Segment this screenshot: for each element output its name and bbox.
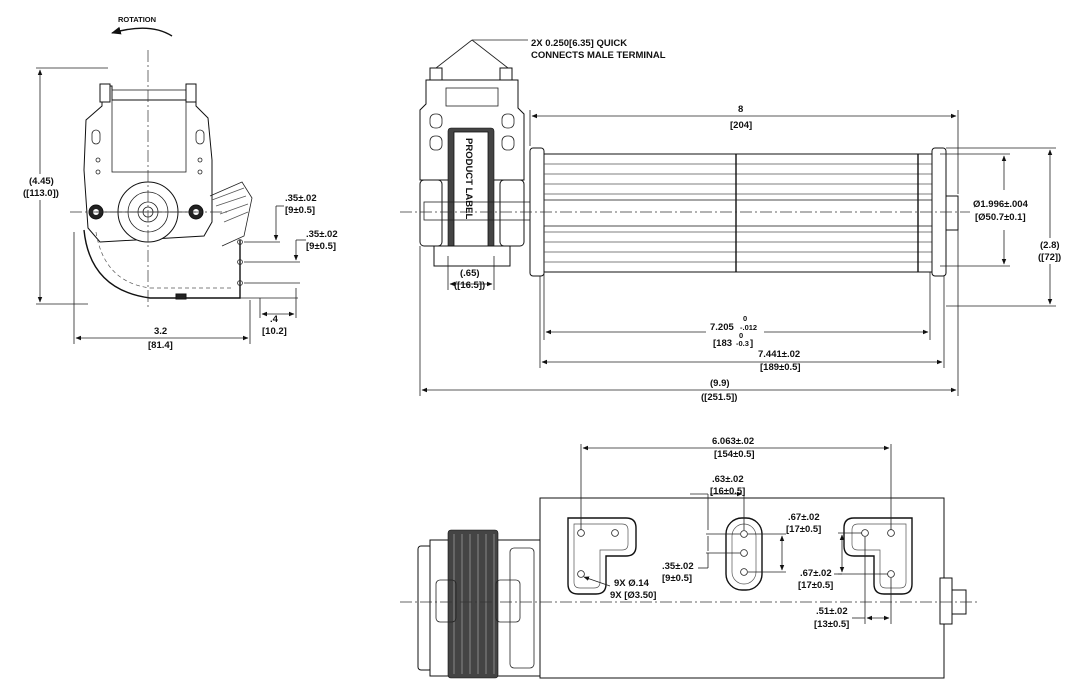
dim-right-pair-mm: [17±0.5] bbox=[786, 524, 821, 535]
dim-width-mm: [81.4] bbox=[148, 340, 173, 351]
shaft-bearing bbox=[939, 577, 953, 625]
slot-hole bbox=[195, 129, 205, 145]
dim-mount-span-in: 6.063±.02 bbox=[712, 436, 754, 447]
volute-housing bbox=[83, 229, 241, 299]
terminal-left bbox=[99, 83, 111, 103]
dim-wheel-len-in-tol-lower: -.012 bbox=[740, 323, 757, 332]
motor-coil-frame bbox=[111, 89, 187, 173]
bottom-view: 9X Ø.14 9X [Ø3.50] 6.063±.02 [154±0.5] .… bbox=[400, 436, 980, 679]
shaft-bearing bbox=[945, 195, 959, 231]
dim-side-height-mm: ([72]) bbox=[1038, 252, 1061, 263]
dim-diameter-in: Ø1.996±.004 bbox=[973, 199, 1029, 210]
mount-hole bbox=[611, 529, 619, 537]
outlet-flap bbox=[209, 181, 253, 247]
mount-plate-left bbox=[567, 517, 637, 595]
terminal-right bbox=[185, 83, 197, 103]
dim-diameter-mm: [Ø50.7±0.1] bbox=[975, 212, 1026, 223]
dim-left-vert-mm: [9±0.5] bbox=[662, 573, 692, 584]
mount-hole bbox=[740, 549, 748, 557]
hole-note-mm: 9X [Ø3.50] bbox=[610, 590, 656, 601]
mount-plate-right bbox=[843, 517, 913, 595]
dim-total-len-in: (9.9) bbox=[710, 378, 730, 389]
mount-hole bbox=[740, 568, 748, 576]
dim-wheel-len-mm-close: ] bbox=[750, 338, 753, 349]
dim-mid-span-mm: [16±0.5] bbox=[710, 486, 745, 497]
dim-bottom-mm: [13±0.5] bbox=[814, 619, 849, 630]
terminal-note-line1: 2X 0.250[6.35] QUICK bbox=[531, 38, 627, 49]
dim-overall-len-mm: [204] bbox=[730, 120, 752, 131]
product-label: PRODUCT LABEL bbox=[463, 138, 474, 219]
dim-bottom-in: .51±.02 bbox=[816, 606, 848, 617]
dim-total-len-mm: ([251.5]) bbox=[701, 392, 737, 403]
dim-pin2-in: .35±.02 bbox=[306, 229, 338, 240]
dim-wheel-len-mm-tol-upper: 0 bbox=[739, 331, 743, 340]
slot-hole bbox=[91, 129, 101, 145]
dim-right-vert-mm: [17±0.5] bbox=[798, 580, 833, 591]
dim-left-vert-in: .35±.02 bbox=[662, 561, 694, 572]
dim-wheel-len-mm: [183 bbox=[713, 338, 732, 349]
dim-overall-len-in: 8 bbox=[738, 104, 743, 115]
motor-coil bbox=[447, 529, 499, 679]
hole-note-in: 9X Ø.14 bbox=[614, 578, 650, 589]
dim-offset-in: .4 bbox=[270, 314, 279, 325]
dim-housing-len-in: 7.441±.02 bbox=[758, 349, 800, 360]
dim-wheel-len-mm-tol-lower: -0.3 bbox=[736, 339, 749, 348]
rotation-label: ROTATION bbox=[118, 15, 156, 24]
dim-wheel-len-in: 7.205 bbox=[710, 322, 734, 333]
dim-pin1-mm: [9±0.5] bbox=[285, 205, 315, 216]
dim-motor-mm: ([16.5]) bbox=[454, 280, 485, 291]
dim-offset-mm: [10.2] bbox=[262, 326, 287, 337]
front-view: ROTATION bbox=[22, 15, 338, 351]
terminal-note-line2: CONNECTS MALE TERMINAL bbox=[531, 50, 666, 61]
dim-right-pair-in: .67±.02 bbox=[788, 512, 820, 523]
dim-motor-in: (.65) bbox=[460, 268, 480, 279]
housing-bottom bbox=[539, 497, 945, 679]
dim-height-in: (4.45) bbox=[29, 176, 54, 187]
blower-wheel bbox=[543, 153, 933, 273]
dim-width-in: 3.2 bbox=[154, 326, 167, 337]
dim-mid-span-in: .63±.02 bbox=[712, 474, 744, 485]
dim-side-height-in: (2.8) bbox=[1040, 240, 1060, 251]
dim-pin2-mm: [9±0.5] bbox=[306, 241, 336, 252]
mount-hole bbox=[740, 530, 748, 538]
side-view: 2X 0.250[6.35] QUICK CONNECTS MALE TERMI… bbox=[400, 38, 1066, 403]
dim-height-mm: ([113.0]) bbox=[23, 188, 59, 199]
dim-pin1-in: .35±.02 bbox=[285, 193, 317, 204]
dim-mount-span-mm: [154±0.5] bbox=[714, 449, 755, 460]
dim-right-vert-in: .67±.02 bbox=[800, 568, 832, 579]
rotation-arrow-icon bbox=[111, 26, 173, 37]
dim-housing-len-mm: [189±0.5] bbox=[760, 362, 801, 373]
dim-wheel-len-in-tol-upper: 0 bbox=[743, 314, 747, 323]
mount-hole bbox=[577, 570, 585, 578]
motor-bracket bbox=[83, 85, 213, 243]
